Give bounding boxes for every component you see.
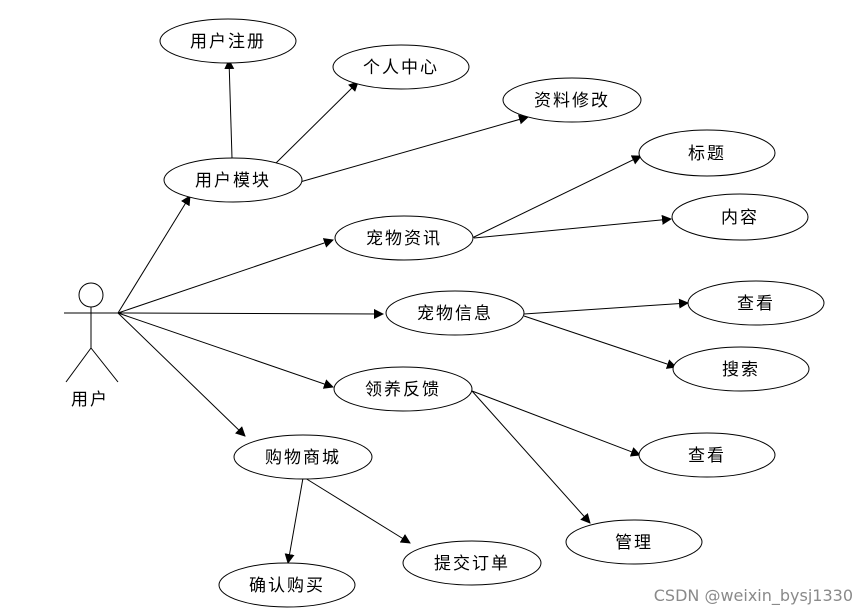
- node-personal-center: 个人中心: [332, 44, 470, 90]
- edge-user-module-to-personal-center: [275, 81, 359, 164]
- node-user-module: 用户模块: [163, 157, 303, 203]
- edge-shop-to-submit-order: [304, 477, 411, 544]
- node-feedback-view-label: 查看: [688, 446, 726, 466]
- edge-user-to-shop: [117, 312, 246, 437]
- edge-user-to-pet-info: [117, 308, 384, 319]
- node-manage-label: 管理: [615, 533, 653, 553]
- edge-shop-to-confirm-purchase: [284, 477, 304, 564]
- edge-feedback-to-manage: [471, 390, 591, 524]
- node-pet-news: 宠物资讯: [334, 215, 474, 261]
- node-submit-order-label: 提交订单: [434, 554, 510, 574]
- node-user-module-label: 用户模块: [195, 171, 271, 191]
- node-shop-label: 购物商城: [265, 448, 341, 468]
- node-pet-info-label: 宠物信息: [417, 304, 493, 324]
- node-profile-edit: 资料修改: [502, 77, 642, 123]
- nodes: 用户模块 用户注册 个人中心 资料修改 宠物资讯 标题 内容 宠物信息: [159, 18, 825, 608]
- edge-pet-news-to-content: [473, 214, 672, 239]
- node-info-view-label: 查看: [737, 294, 775, 314]
- node-register: 用户注册: [159, 18, 297, 64]
- node-pet-news-label: 宠物资讯: [366, 229, 442, 249]
- watermark: CSDN @weixin_bysj1330: [653, 586, 853, 605]
- node-search-label: 搜索: [722, 360, 760, 380]
- node-info-view: 查看: [687, 280, 825, 326]
- edge-pet-news-to-title: [471, 155, 642, 239]
- node-confirm-purchase-label: 确认购买: [249, 576, 325, 596]
- node-manage: 管理: [565, 519, 703, 565]
- actor-label: 用户: [71, 390, 109, 410]
- node-adoption-feedback: 领养反馈: [333, 366, 473, 412]
- node-personal-center-label: 个人中心: [363, 58, 439, 78]
- edge-feedback-to-view: [471, 390, 641, 457]
- node-title: 标题: [638, 129, 776, 177]
- node-title-label: 标题: [688, 144, 726, 164]
- actor-user: 用户: [64, 282, 119, 410]
- edge-user-to-pet-news: [117, 238, 334, 314]
- node-register-label: 用户注册: [190, 32, 266, 52]
- edge-user-module-to-profile-edit: [299, 114, 529, 183]
- edges: [117, 59, 689, 564]
- node-adoption-feedback-label: 领养反馈: [365, 380, 441, 400]
- node-confirm-purchase: 确认购买: [218, 562, 356, 608]
- edge-user-to-user-module: [117, 195, 191, 314]
- edge-pet-info-to-view: [523, 298, 689, 315]
- node-shop: 购物商城: [233, 434, 373, 480]
- edge-pet-info-to-search: [523, 315, 677, 369]
- node-profile-edit-label: 资料修改: [534, 91, 610, 111]
- edge-user-module-to-register: [224, 59, 235, 159]
- actor-left-leg: [65, 347, 92, 383]
- actor-right-leg: [90, 347, 119, 383]
- node-feedback-view: 查看: [638, 432, 776, 478]
- edge-user-to-adoption-feedback: [117, 312, 334, 389]
- node-submit-order: 提交订单: [402, 540, 542, 586]
- node-content: 内容: [671, 193, 809, 241]
- node-search: 搜索: [672, 346, 810, 392]
- node-content-label: 内容: [721, 208, 759, 228]
- node-pet-info: 宠物信息: [385, 290, 525, 336]
- actor-head: [78, 282, 104, 308]
